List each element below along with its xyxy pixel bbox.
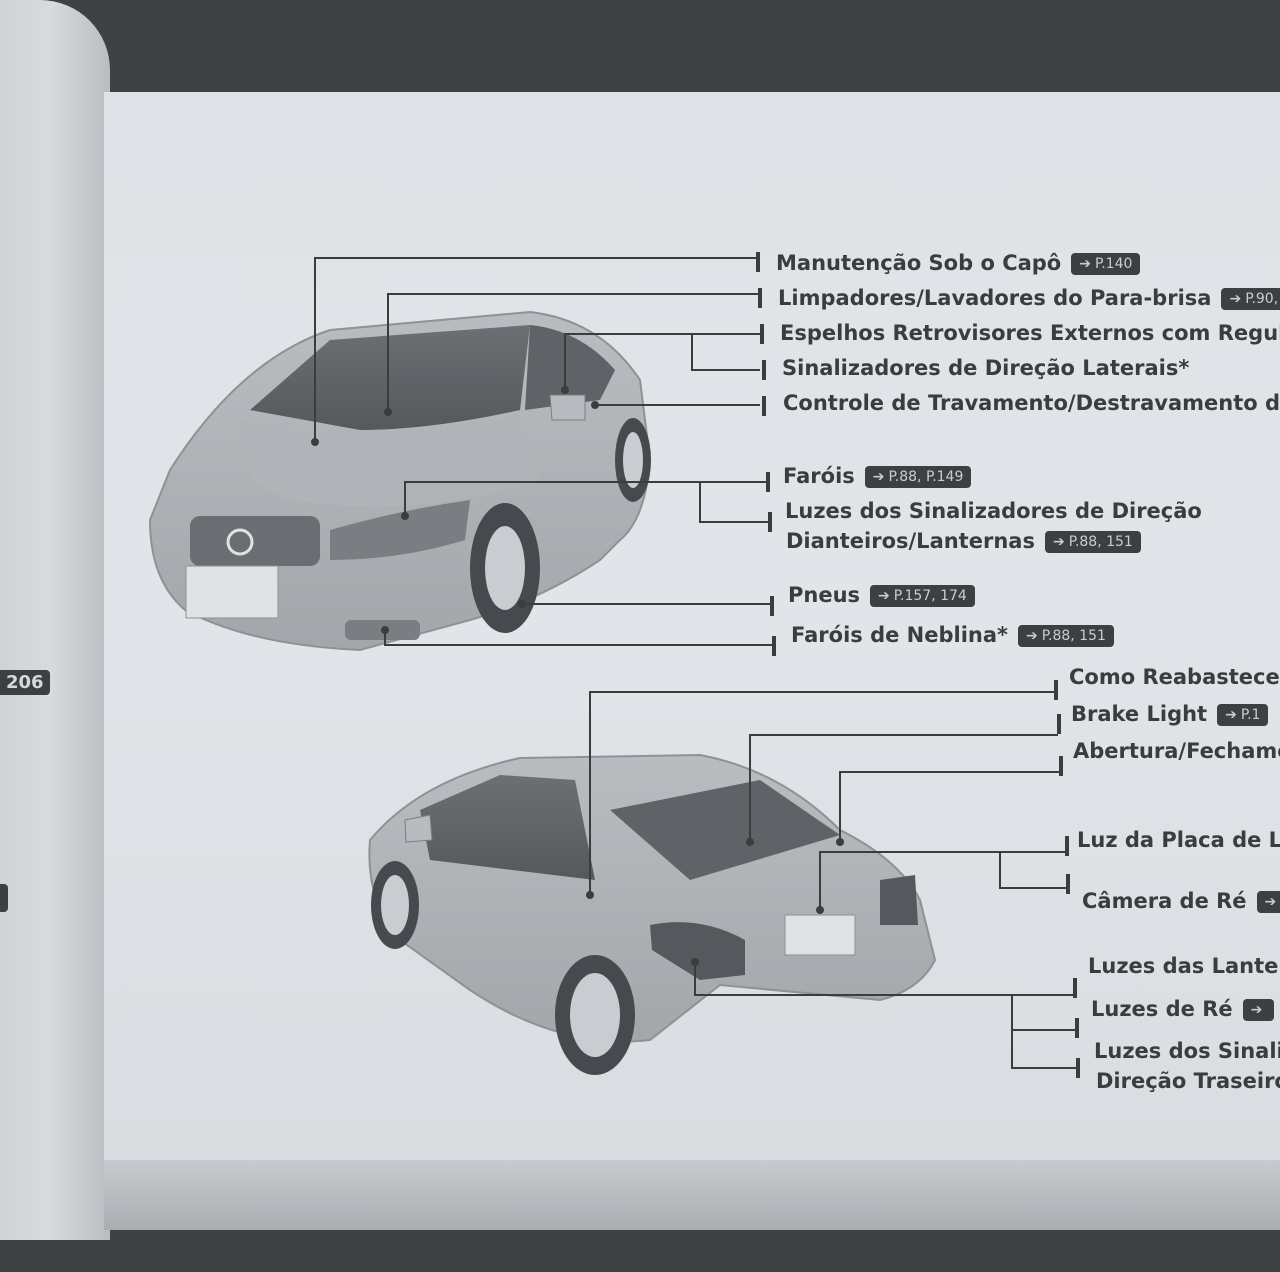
- callout-text: Luzes de Ré: [1091, 997, 1233, 1021]
- callout-pneus: Pneus ➔P.157, 174: [788, 582, 975, 608]
- callout-abertura: Abertura/Fechame: [1073, 739, 1280, 763]
- left-page-tab-2: [0, 884, 8, 912]
- callout-camera-re: Câmera de Ré ➔: [1082, 888, 1280, 914]
- front-leader-lines: [311, 252, 776, 656]
- callout-luzes-re: Luzes de Ré ➔: [1091, 996, 1275, 1022]
- page-ref-text: P.140: [1094, 256, 1133, 272]
- callout-brake-light: Brake Light ➔P.1: [1071, 701, 1269, 727]
- page-ref-text: P.157, 174: [893, 588, 967, 604]
- page-ref-text: P.88, P.149: [888, 469, 964, 485]
- callout-text: Faróis: [783, 464, 855, 488]
- callout-luzes-sinalizadores-l2: Dianteiros/Lanternas ➔P.88, 151: [786, 528, 1141, 554]
- callout-text: Faróis de Neblina*: [791, 623, 1009, 647]
- page-bottom-edge: [104, 1160, 1280, 1230]
- callout-text: Manutenção Sob o Capô: [776, 251, 1062, 275]
- left-page-edge: [0, 0, 110, 1240]
- arrow-right-icon: ➔: [1026, 628, 1038, 644]
- page-ref-badge[interactable]: ➔: [1242, 999, 1275, 1021]
- arrow-right-icon: ➔: [1229, 291, 1242, 307]
- callout-farois-neblina: Faróis de Neblina* ➔P.88, 151: [791, 622, 1114, 648]
- rear-leader-lines: [586, 680, 1080, 1078]
- page-ref-badge[interactable]: ➔: [1256, 891, 1280, 913]
- callout-luzes-lanternas: Luzes das Lanter: [1088, 954, 1280, 978]
- arrow-right-icon: ➔: [1079, 256, 1091, 272]
- arrow-right-icon: ➔: [1264, 894, 1277, 910]
- callout-luzes-sinalizadores-tras-l2: Direção Traseiro: [1096, 1069, 1280, 1093]
- page-ref-badge[interactable]: ➔P.140: [1071, 253, 1141, 275]
- callout-farois: Faróis ➔P.88, P.149: [783, 463, 972, 489]
- callout-luz-placa: Luz da Placa de Li: [1077, 828, 1280, 852]
- callout-text: Limpadores/Lavadores do Para-brisa: [778, 286, 1212, 310]
- callout-text: Câmera de Ré: [1082, 889, 1247, 913]
- arrow-right-icon: ➔: [872, 469, 885, 485]
- callout-espelhos: Espelhos Retrovisores Externos com Regul…: [780, 321, 1280, 345]
- page-ref-badge[interactable]: ➔P.90,: [1221, 288, 1280, 310]
- callout-text: Dianteiros/Lanternas: [786, 529, 1035, 553]
- callout-luzes-sinalizadores-l1: Luzes dos Sinalizadores de Direção: [785, 499, 1202, 523]
- arrow-right-icon: ➔: [1225, 707, 1237, 723]
- page-ref-badge[interactable]: ➔P.88, 151: [1044, 531, 1141, 553]
- arrow-right-icon: ➔: [1250, 1002, 1263, 1018]
- callout-luzes-sinalizadores-tras-l1: Luzes dos Sinali: [1094, 1039, 1280, 1063]
- page-ref-badge[interactable]: ➔P.1: [1217, 704, 1269, 726]
- page-ref-badge[interactable]: ➔P.88, 151: [1018, 625, 1114, 647]
- rear-car: [368, 753, 937, 1075]
- arrow-right-icon: ➔: [878, 588, 890, 604]
- front-car: [148, 310, 652, 652]
- page-ref-text: P.88, 151: [1041, 628, 1106, 644]
- callout-sinalizadores-laterais: Sinalizadores de Direção Laterais*: [782, 356, 1190, 380]
- callout-text: Brake Light: [1071, 702, 1208, 726]
- callout-controle-travamento: Controle de Travamento/Destravamento das: [783, 391, 1280, 415]
- page-ref-text: P.88, 151: [1068, 534, 1133, 550]
- page-ref-badge[interactable]: ➔P.157, 174: [870, 585, 975, 607]
- callout-reabastecer: Como Reabastecer: [1069, 665, 1280, 689]
- page-ref-text: P.90,: [1245, 291, 1279, 307]
- callout-text: Pneus: [788, 583, 861, 607]
- page-ref-text: P.1: [1240, 707, 1261, 723]
- left-page-tab: 206: [0, 670, 50, 695]
- page-ref-badge[interactable]: ➔P.88, P.149: [864, 466, 972, 488]
- callout-limpadores: Limpadores/Lavadores do Para-brisa ➔P.90,: [778, 285, 1280, 311]
- callout-manutencao: Manutenção Sob o Capô ➔P.140: [776, 250, 1141, 276]
- arrow-right-icon: ➔: [1052, 534, 1065, 550]
